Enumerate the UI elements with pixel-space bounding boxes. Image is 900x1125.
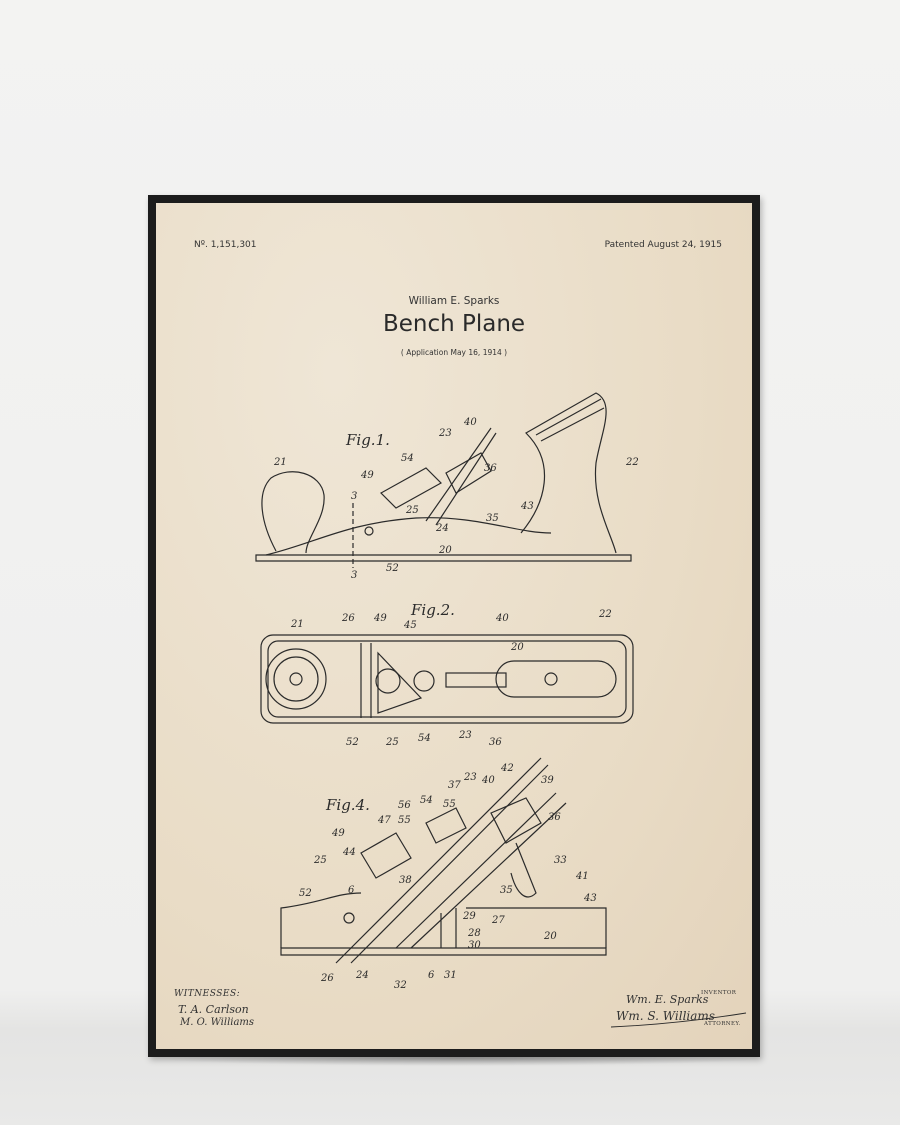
part-numbers: 21 3 49 54 23 40 36 22 43 25 24 35 20 52… <box>273 417 639 991</box>
poster-frame: Nº. 1,151,301 Patented August 24, 1915 W… <box>148 195 760 1057</box>
part-number: 36 <box>489 737 502 748</box>
part-number: 21 <box>273 457 287 468</box>
part-number: 44 <box>342 847 356 858</box>
part-number: 20 <box>438 545 452 556</box>
part-number: 55 <box>443 799 456 810</box>
part-number: 33 <box>554 855 567 866</box>
part-number: 27 <box>491 915 505 926</box>
part-number: 56 <box>398 800 411 811</box>
part-number: 36 <box>484 463 497 474</box>
part-number: 41 <box>575 871 589 882</box>
inventor-label: INVENTOR <box>701 990 737 996</box>
part-number: 6 <box>428 970 435 981</box>
part-number: 28 <box>467 928 481 939</box>
part-number: 42 <box>500 763 514 774</box>
part-number: 49 <box>331 828 345 839</box>
part-number: 20 <box>543 931 557 942</box>
inventor-signature: Wm. E. Sparks <box>626 993 709 1006</box>
inventor-name: William E. Sparks <box>408 295 500 307</box>
part-number: 54 <box>420 795 433 806</box>
part-number: 45 <box>403 620 417 631</box>
patent-drawings: Fig.1. Fig.2. Fig.4. <box>255 392 747 1028</box>
figure-2: Fig.2. <box>260 601 634 724</box>
part-number: 54 <box>418 733 431 744</box>
part-number: 35 <box>500 885 513 896</box>
part-number: 22 <box>598 609 612 620</box>
signature-flourish <box>610 1012 747 1028</box>
part-number: 23 <box>438 428 452 439</box>
part-number: 40 <box>495 613 509 624</box>
part-number: 21 <box>290 619 304 630</box>
part-number: 54 <box>401 453 414 464</box>
part-number: 31 <box>444 970 457 981</box>
part-number: 43 <box>583 893 597 904</box>
part-number: 49 <box>360 470 374 481</box>
part-number: 35 <box>486 513 499 524</box>
part-number: 3 <box>351 491 357 502</box>
witnesses-label: WITNESSES: <box>174 989 241 999</box>
witness-signature: M. O. Williams <box>180 1017 255 1028</box>
part-number: 36 <box>548 812 561 823</box>
fig4-label: Fig.4. <box>325 796 370 814</box>
part-number: 24 <box>435 523 449 534</box>
figure-4: Fig.4. <box>280 757 607 964</box>
figure-1: Fig.1. <box>255 392 632 568</box>
part-number: 25 <box>405 505 419 516</box>
application-date: ( Application May 16, 1914 ) <box>400 348 508 357</box>
part-number: 25 <box>313 855 327 866</box>
part-number: 3 <box>351 570 357 581</box>
part-number: 23 <box>463 772 477 783</box>
part-number: 29 <box>462 911 476 922</box>
part-number: 47 <box>377 815 391 826</box>
part-number: 26 <box>341 613 355 624</box>
patent-date: Patented August 24, 1915 <box>604 240 722 250</box>
part-number: 20 <box>510 642 524 653</box>
part-number: 24 <box>355 970 369 981</box>
part-number: 52 <box>386 563 399 574</box>
part-number: 30 <box>468 940 481 951</box>
fig1-label: Fig.1. <box>345 431 390 449</box>
part-number: 6 <box>348 885 355 896</box>
part-number: 23 <box>458 730 472 741</box>
poster-title: Bench Plane <box>382 311 526 337</box>
part-number: 38 <box>399 875 412 886</box>
part-number: 52 <box>299 888 312 899</box>
part-number: 39 <box>541 775 554 786</box>
part-number: 43 <box>520 501 534 512</box>
attorney-signature: Wm. S. Williams <box>616 1009 715 1023</box>
part-number: 40 <box>463 417 477 428</box>
part-number: 55 <box>398 815 411 826</box>
attorney-label: ATTORNEY. <box>704 1021 741 1027</box>
part-number: 32 <box>394 980 407 991</box>
part-number: 22 <box>625 457 639 468</box>
patent-number: Nº. 1,151,301 <box>194 240 257 250</box>
part-number: 37 <box>448 780 461 791</box>
part-number: 26 <box>320 973 334 984</box>
part-number: 25 <box>385 737 399 748</box>
part-number: 52 <box>346 737 359 748</box>
part-number: 49 <box>373 613 387 624</box>
fig2-label: Fig.2. <box>410 601 455 619</box>
part-number: 40 <box>481 775 495 786</box>
witness-signature: T. A. Carlson <box>178 1003 249 1016</box>
